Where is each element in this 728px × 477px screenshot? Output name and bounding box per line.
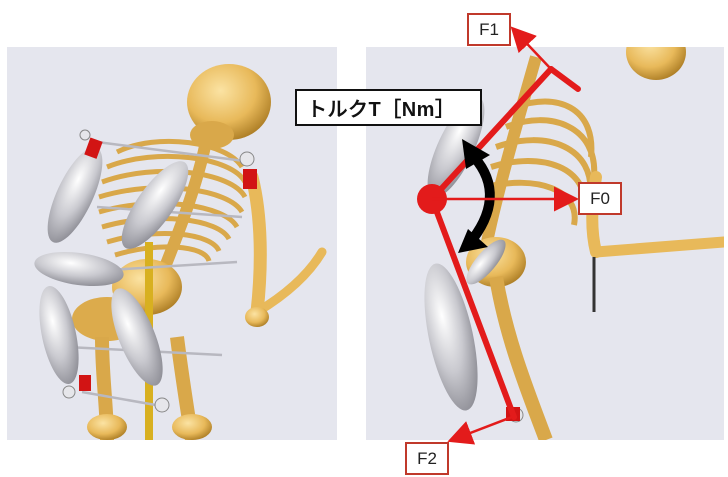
pivot-point [417,184,447,214]
left-skeleton-view [7,47,337,440]
actuator [243,169,257,189]
f2-label: F2 [405,442,449,475]
torque-label: トルクT［Nm］ [295,89,482,126]
muscle-ellipsoid [47,147,103,243]
f0-label: F0 [578,182,622,215]
f1-label: F1 [467,13,511,46]
forearm [252,247,327,317]
muscle-ellipsoid [111,288,163,386]
skull [626,47,686,80]
upper-arm [245,170,267,319]
muscle-ellipsoid [39,285,79,385]
femur [489,275,553,440]
skull [187,64,271,140]
spine [480,55,542,249]
muscle-ellipsoid [424,263,478,411]
muscle-ellipsoid [121,161,189,249]
elbow [245,307,269,327]
actuator [79,375,91,391]
muscle-ellipsoid [466,239,506,285]
force-lines [429,66,581,420]
forearm [590,236,724,258]
right-skeleton-illustration [417,47,724,440]
actuator [84,137,103,159]
left-skeleton-illustration [34,64,327,440]
muscle-ellipsoid [34,251,124,287]
